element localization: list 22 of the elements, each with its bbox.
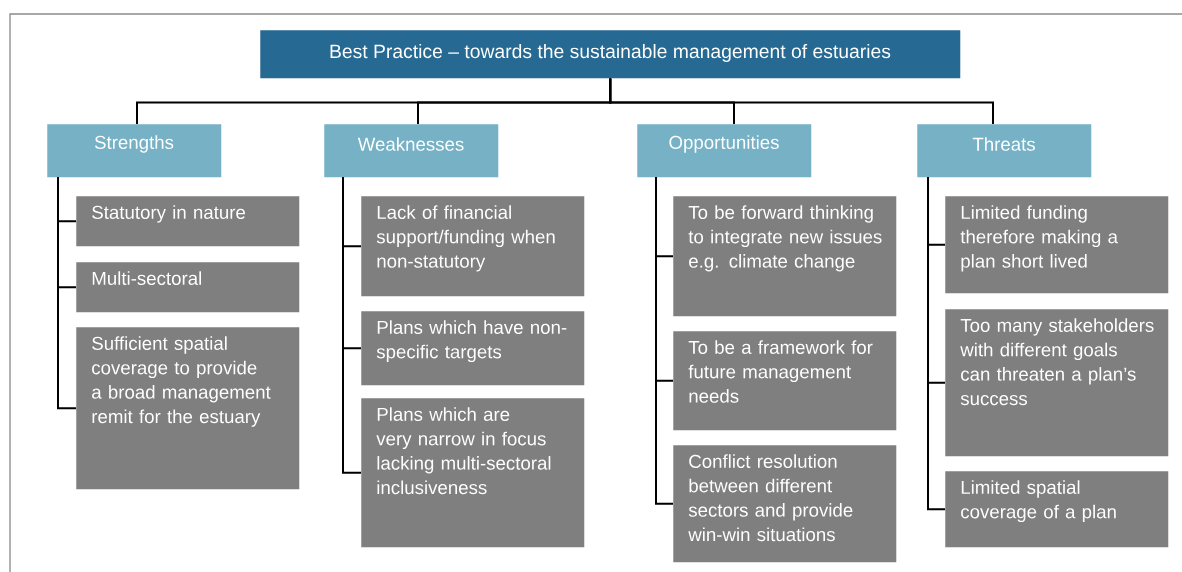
text-box: Limited funding therefore making a plan short lived	[945, 196, 1169, 294]
text-box: Multi-sectoral	[76, 262, 300, 313]
title-box: Best Practice – towards the sustainable management of estuaries	[260, 30, 961, 79]
text-box: To be forward thinking to integrate new issues e.g. climate change	[673, 196, 897, 317]
text-box: Sufficient spatial coverage to provide a broad management remit for the estuary	[76, 327, 300, 490]
connector-line	[57, 176, 77, 410]
text-box: Plans which have non-specific targets	[361, 311, 585, 386]
text-box: Plans which are very narrow in focus lacking multi-sectoral inclusiveness	[361, 398, 585, 548]
connector-line	[609, 77, 994, 125]
category-box: Strengths	[47, 124, 222, 178]
text-box: Limited spatial coverage of a plan	[945, 471, 1169, 548]
connector-line	[342, 176, 362, 474]
category-box: Weaknesses	[324, 124, 499, 178]
text-box: Too many stakeholders with different goals can threaten a plan’s success	[945, 309, 1169, 457]
text-box: To be a framework for future management needs	[673, 331, 897, 431]
text-box: Statutory in nature	[76, 196, 300, 247]
text-box: Conflict resolution between different sectors and provide win-win situations	[673, 445, 897, 563]
text-box: Lack of financial support/funding when non-statutory	[361, 196, 585, 297]
category-box: Threats	[917, 124, 1092, 178]
connector-line	[655, 176, 674, 505]
connector-line	[927, 176, 946, 511]
category-box: Opportunities	[637, 124, 812, 178]
